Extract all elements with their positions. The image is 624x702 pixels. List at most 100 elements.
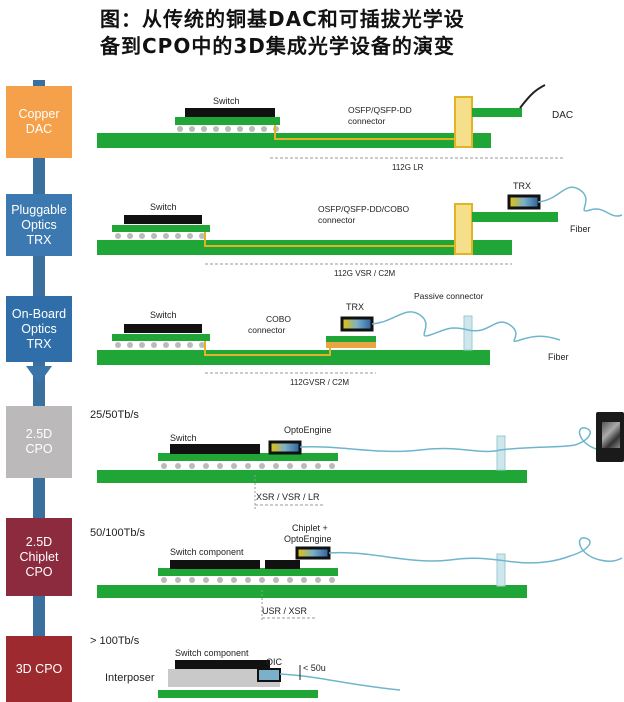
stage-label: 3D CPO	[15, 661, 63, 676]
pcb-board	[97, 585, 527, 598]
watermark	[390, 690, 620, 702]
distance-label: 112G LR	[392, 163, 424, 172]
passive-connector	[496, 553, 506, 587]
switch-chip	[175, 660, 270, 669]
stage-label: On-Board Optics TRX	[11, 306, 67, 351]
opto-engine	[295, 546, 331, 560]
chiplet	[265, 560, 300, 569]
passive-connector	[496, 435, 506, 471]
package-substrate	[158, 568, 338, 576]
switch-chip	[185, 108, 275, 117]
stage-tag-pluggable: Pluggable Optics TRX	[6, 194, 72, 256]
solder-balls	[177, 126, 279, 132]
solder-balls	[161, 463, 335, 469]
trx-label: TRX	[346, 302, 364, 312]
figure-title: 图：从传统的铜基DAC和可插拔光学设 备到CPO中的3D集成光学设备的演变	[100, 6, 465, 60]
switch-chip	[124, 324, 202, 333]
oic-chip	[257, 668, 281, 682]
interposer	[168, 669, 280, 687]
passive-connector	[463, 315, 473, 351]
fiber-cable	[371, 311, 561, 342]
trx-module	[507, 194, 541, 210]
fiber-cable	[279, 673, 401, 691]
fiber-cable	[299, 427, 623, 453]
switch-label: Switch component	[175, 648, 249, 658]
fiber-cable	[328, 537, 623, 564]
stage-tag-copper-dac: Copper DAC	[6, 86, 72, 158]
trx-module-board	[472, 212, 558, 222]
trx-module	[340, 316, 374, 332]
package-substrate	[175, 117, 280, 125]
solder-balls	[115, 342, 205, 348]
bandwidth-label: 50/100Tb/s	[90, 527, 146, 539]
connector-label-line: connector	[318, 215, 355, 225]
engine-label: Chiplet +OptoEngine	[284, 523, 332, 544]
stage-label: 2.5D Chiplet CPO	[19, 534, 59, 579]
engine-label-line: OptoEngine	[284, 534, 332, 544]
passive-connector-label: Passive connector	[414, 291, 484, 301]
distance-label: USR / XSR	[262, 606, 308, 616]
interposer-label: Interposer	[105, 672, 155, 684]
distance-label: 112G VSR / C2M	[334, 269, 396, 278]
dac-paddle	[472, 108, 522, 117]
package-substrate	[112, 225, 210, 232]
dac-cable	[519, 84, 546, 109]
switch-label: Switch	[150, 202, 177, 212]
trx-label: TRX	[513, 181, 531, 191]
connector-label-line: COBO	[266, 314, 291, 324]
stage-tag-25d-cpo: 2.5D CPO	[6, 406, 72, 478]
switch-chip	[170, 444, 260, 454]
package-substrate	[112, 334, 210, 341]
connector-label-line: connector	[248, 325, 285, 335]
switch-label: Switch	[170, 433, 197, 443]
package-substrate	[158, 453, 338, 461]
switch-label: Switch	[213, 96, 240, 106]
oic-label: OIC	[266, 657, 283, 667]
title-line-1: 图：从传统的铜基DAC和可插拔光学设	[100, 7, 465, 31]
timeline-arrow-icon	[26, 366, 52, 384]
engine-label-line: Chiplet +	[292, 523, 328, 533]
solder-balls	[115, 233, 205, 239]
row-3d-cpo: > 100Tb/s Switch component Interposer OI…	[90, 635, 401, 698]
stage-label: Copper DAC	[18, 107, 60, 136]
cropped-photo-thumbnail	[596, 412, 624, 462]
switch-label: Switch component	[170, 547, 244, 557]
fiber-label: Fiber	[548, 352, 569, 362]
connector-label-line: OSFP/QSFP-DD/COBO	[318, 204, 410, 214]
fiber-label: Fiber	[570, 224, 591, 234]
bandwidth-label: > 100Tb/s	[90, 635, 140, 647]
switch-chip	[170, 560, 260, 569]
pcb-board	[97, 133, 491, 148]
spacing-label: < 50u	[303, 663, 326, 673]
stage-tag-3d-cpo: 3D CPO	[6, 636, 72, 702]
solder-balls	[161, 577, 335, 583]
package-substrate	[158, 690, 318, 698]
stage-label: 2.5D CPO	[25, 427, 53, 456]
connector-label-line: connector	[348, 116, 385, 126]
connector-label-line: OSFP/QSFP-DD	[348, 105, 412, 115]
fiber-cable	[537, 186, 623, 217]
opto-engine	[268, 440, 302, 455]
row-25d-cpo: 25/50Tb/s Switch OptoEngine XSR / VSR / …	[90, 409, 623, 510]
engine-label: OptoEngine	[284, 425, 332, 435]
stage-label: Pluggable Optics TRX	[11, 202, 67, 247]
cobo-connector-base	[326, 336, 376, 342]
bandwidth-label: 25/50Tb/s	[90, 409, 139, 421]
copper-trace	[204, 341, 331, 356]
title-line-2: 备到CPO中的3D集成光学设备的演变	[100, 34, 455, 58]
cobo-connector	[326, 342, 376, 348]
distance-label: 112GVSR / C2M	[290, 378, 349, 387]
dac-label: DAC	[552, 110, 573, 121]
row-chiplet-cpo: 50/100Tb/s Switch component Chiplet +Opt…	[90, 523, 623, 620]
stage-tag-onboard: On-Board Optics TRX	[6, 296, 72, 362]
distance-label: XSR / VSR / LR	[256, 492, 320, 502]
pcb-board	[97, 240, 512, 255]
pcb-board	[97, 470, 527, 483]
